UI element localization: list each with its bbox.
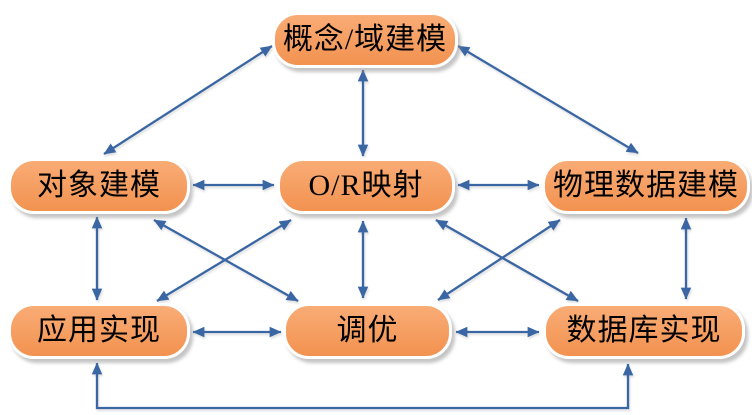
node-label-object: 对象建模 bbox=[37, 169, 161, 202]
edge-or-mapping-db bbox=[435, 219, 579, 302]
node-physical: 物理数据建模 bbox=[542, 158, 750, 214]
node-object: 对象建模 bbox=[8, 158, 190, 214]
edge-physical-tuning bbox=[437, 219, 561, 301]
node-label-physical: 物理数据建模 bbox=[553, 169, 739, 202]
node-label-app: 应用实现 bbox=[37, 314, 161, 347]
node-db: 数据库实现 bbox=[543, 303, 745, 359]
node-concept: 概念/域建模 bbox=[272, 12, 458, 68]
node-app: 应用实现 bbox=[8, 303, 190, 359]
edge-or-mapping-app bbox=[156, 219, 292, 302]
node-or-mapping: O/R映射 bbox=[277, 158, 455, 214]
edge-concept-object bbox=[103, 45, 273, 155]
edge-concept-physical bbox=[457, 45, 639, 154]
edge-app-db bbox=[91, 362, 634, 410]
node-label-concept: 概念/域建模 bbox=[282, 23, 448, 56]
node-label-tuning: 调优 bbox=[336, 314, 399, 347]
node-tuning: 调优 bbox=[283, 303, 452, 359]
node-label-db: 数据库实现 bbox=[566, 314, 722, 347]
node-label-or-mapping: O/R映射 bbox=[308, 169, 424, 202]
